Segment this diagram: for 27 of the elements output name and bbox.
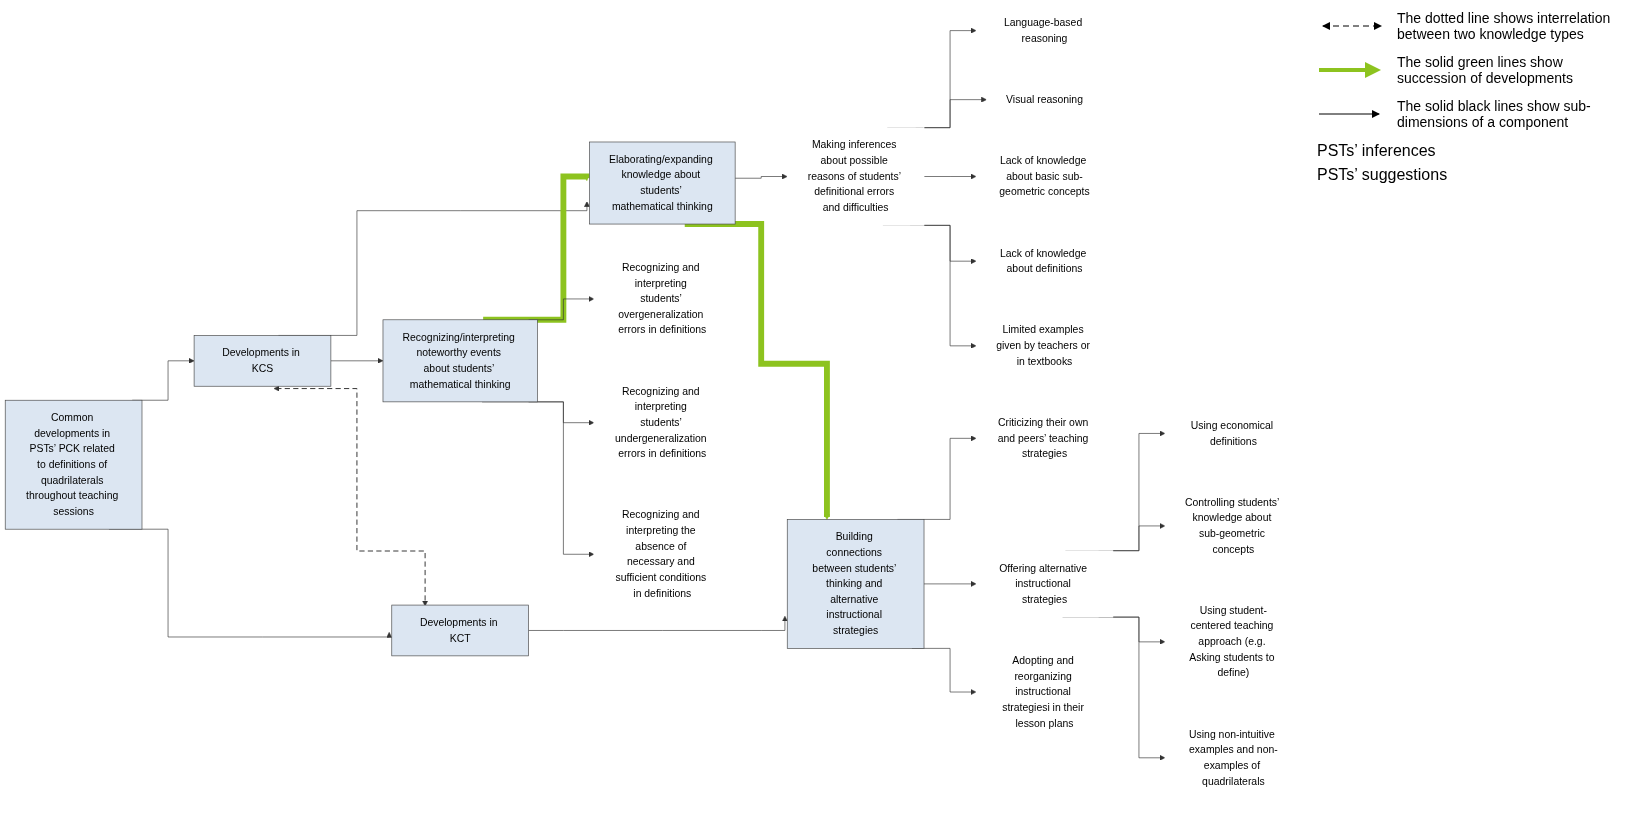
node-text: Controlling students’ knowledge about sub-geometric concepts (1184, 496, 1279, 555)
node-text: Limited examples given by teachers or in textbooks (996, 324, 1090, 367)
node-box: Elaborating/expanding knowledge about students’ mathematical thinking (589, 141, 736, 225)
node-box: Building connections between students’ thinking and alternative instructional strategies (786, 519, 925, 649)
node-text: Lack of knowledge about basic sub-geometric concepts (999, 155, 1090, 198)
node-text: Language-based reasoning (1003, 16, 1083, 44)
node-box: Developments in KCT (391, 604, 529, 657)
node-text: Recognizing and interpreting the absence of necessary and sufficient conditions in definitions (615, 509, 707, 599)
node-box: Recognizing/interpreting noteworthy events about students’ mathematical thinking (382, 319, 538, 403)
node-text: Recognizing and interpreting students’ undergeneralization errors in definitions (615, 385, 707, 460)
group-label: PSTs’ suggestions (1317, 166, 1449, 184)
node-text: Lack of knowledge about definitions (999, 247, 1087, 275)
legend-text: The dotted line shows interrelation between two knowledge types (1397, 10, 1612, 42)
arrow (684, 221, 830, 520)
legend-text: The solid black lines show sub-dimensions of a component (1397, 98, 1592, 130)
node-box: Developments in KCS (193, 335, 332, 387)
node-text: Recognizing and interpreting students’ overgeneralization errors in definitions (618, 261, 707, 336)
node-text: Using student-centered teaching approach (e.g. Asking students to define) (1189, 604, 1275, 679)
node-text: Visual reasoning (1006, 93, 1083, 105)
node-text: Adopting and reorganizing instructional strategiesi in their lesson plans (1002, 654, 1084, 729)
node-text: Using non-intuitive examples and non-examples of quadrilaterals (1189, 728, 1278, 787)
node-text: Criticizing their own and peers’ teaching strategies (997, 416, 1089, 460)
legend-text: The solid green lines show succession of developments (1397, 54, 1574, 86)
group-label: PSTs’ inferences (1317, 142, 1437, 160)
arrow (483, 173, 590, 323)
node-text: Using economical definitions (1190, 419, 1274, 447)
node-box: Common developments in PSTs’ PCK related to definitions of quadrilaterals throughout teaching sessions (4, 399, 143, 530)
